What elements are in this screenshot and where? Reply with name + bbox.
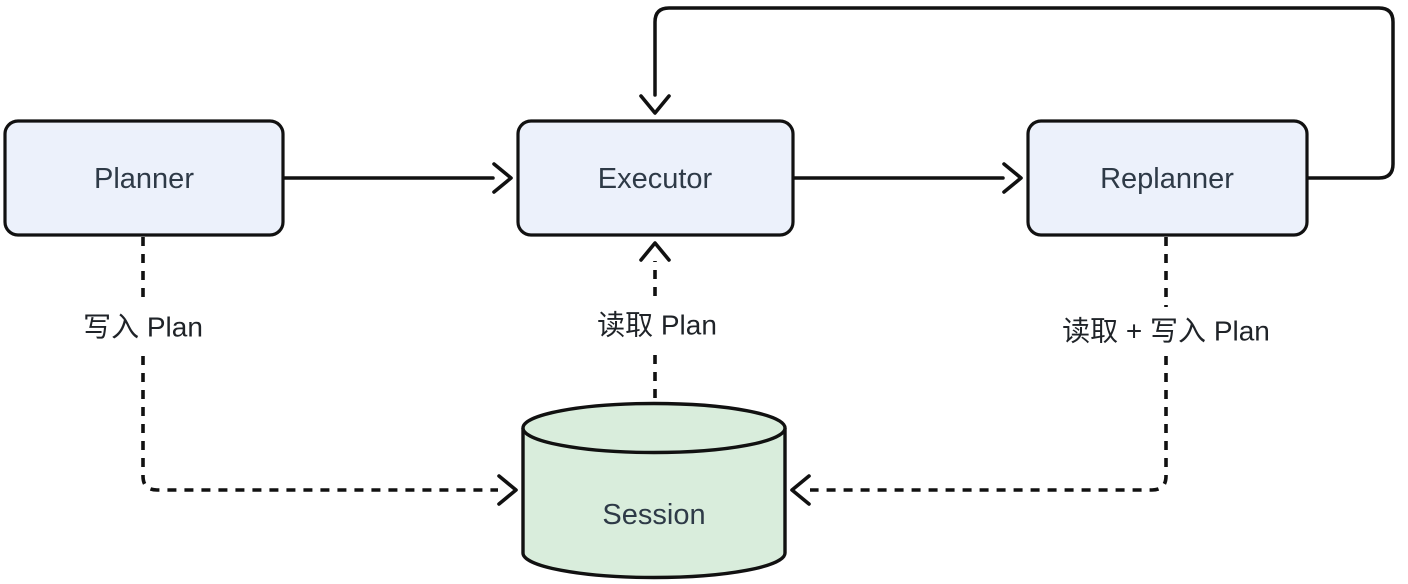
edge-label-text: 读取 Plan <box>597 310 717 341</box>
edge-label-text: 写入 Plan <box>83 312 203 343</box>
edge-label-bg <box>1056 307 1276 353</box>
node-session: Session <box>521 401 787 580</box>
node-planner-label: Planner <box>94 163 194 195</box>
edge-label-bg <box>588 301 726 347</box>
node-session-label: Session <box>602 499 705 531</box>
edge-label-read-plan: 读取 Plan <box>588 301 726 347</box>
session-cylinder-top <box>521 401 787 455</box>
node-executor-box <box>516 119 795 237</box>
node-executor: Executor <box>516 119 795 237</box>
edge-replanner-to-session <box>790 237 1168 506</box>
edge-label-text: 读取 + 写入 Plan <box>1062 316 1270 347</box>
node-executor-label: Executor <box>598 163 713 195</box>
edge-label-read-write-plan: 读取 + 写入 Plan <box>1056 307 1276 353</box>
edge-label-write-plan: 写入 Plan <box>75 303 211 349</box>
edge-label-bg <box>75 303 211 349</box>
edge-replanner-to-executor-loop <box>639 6 1395 180</box>
node-replanner: Replanner <box>1026 119 1309 237</box>
edge-planner-to-session <box>141 237 518 506</box>
node-planner: Planner <box>3 119 285 237</box>
node-replanner-label: Replanner <box>1100 163 1234 195</box>
session-cylinder-body <box>521 428 787 580</box>
node-planner-box <box>3 119 285 237</box>
node-replanner-box <box>1026 119 1309 237</box>
